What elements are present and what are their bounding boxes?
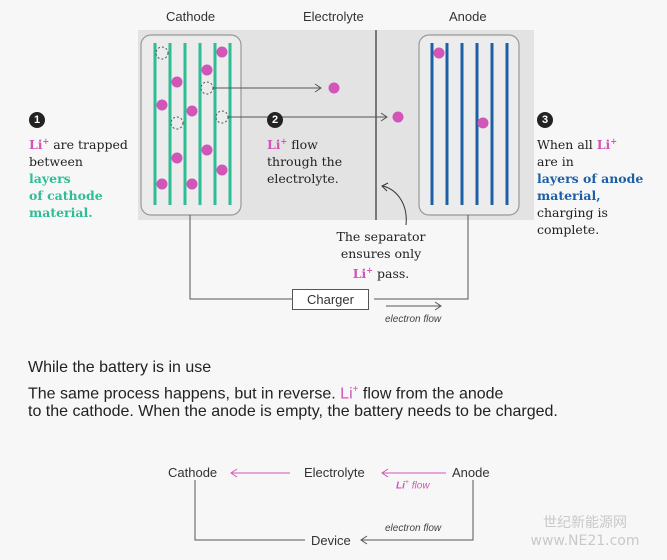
anode-box xyxy=(418,34,520,216)
step-3-line-c: charging is xyxy=(537,205,608,221)
watermark: 世纪新能源网 www.NE21.com xyxy=(530,515,640,549)
li-sup: + xyxy=(352,384,359,395)
in-use-line-a-pre: The same process happens, but in reverse… xyxy=(28,385,336,403)
separator-note: The separator ensures only Li+ pass. xyxy=(326,228,436,282)
step-3-highlight-b: material, xyxy=(537,188,601,204)
li-sup: + xyxy=(610,136,618,146)
step-3-badge: 3 xyxy=(537,112,553,128)
bottom-anode: Anode xyxy=(452,465,490,480)
step-2-line-a: flow xyxy=(291,137,318,153)
bottom-flow-diagram xyxy=(194,468,474,545)
step-3-text: When all Li+ are in layers of anode mate… xyxy=(537,133,665,238)
separator-line-b: ensures only xyxy=(340,246,422,261)
anode-header: Anode xyxy=(449,9,487,24)
step-1-line-a: are trapped xyxy=(53,137,128,153)
charger-box: Charger xyxy=(292,289,369,310)
step-2-line-c: electrolyte. xyxy=(267,171,339,187)
li-label: Li xyxy=(352,266,367,282)
charger-circuit xyxy=(189,215,469,311)
in-use-heading: While the battery is in use xyxy=(28,359,212,376)
step-3-line-b: are in xyxy=(537,154,574,170)
flow-arrows xyxy=(213,83,388,122)
anode-layers xyxy=(430,43,509,205)
bottom-electrolyte: Electrolyte xyxy=(304,465,365,480)
bottom-li-flow: Li+ flow xyxy=(396,479,430,491)
bottom-device: Device xyxy=(311,533,351,548)
step-1-highlight-b: of cathode xyxy=(29,188,103,204)
step-2-text: Li+ flow through the electrolyte. xyxy=(267,133,377,187)
step-1-badge: 1 xyxy=(29,112,45,128)
step-2-line-b: through the xyxy=(267,154,343,170)
step-1-text: Li+ are trapped between layers of cathod… xyxy=(29,133,139,221)
li-label: Li xyxy=(596,137,611,153)
separator-line-a: The separator xyxy=(336,229,426,244)
bottom-flow-word: flow xyxy=(411,480,430,492)
li-sup: + xyxy=(280,136,288,146)
cathode-li-ions xyxy=(156,46,228,190)
step-1-highlight-a: layers xyxy=(29,171,71,187)
li-label: Li xyxy=(396,480,405,492)
electron-flow-label: electron flow xyxy=(385,314,442,325)
step-1-line-b: between xyxy=(29,154,83,170)
in-use-line-b: to the cathode. When the anode is empty,… xyxy=(28,403,558,420)
li-sup: + xyxy=(404,479,409,486)
li-sup: + xyxy=(366,265,373,275)
separator-pointer xyxy=(382,185,407,226)
cathode-layers xyxy=(153,43,232,205)
li-label: Li xyxy=(29,137,43,153)
moving-li-ions xyxy=(328,82,404,123)
step-3-line-a: When all xyxy=(537,137,593,153)
electrolyte-header: Electrolyte xyxy=(303,9,364,24)
bottom-cathode: Cathode xyxy=(168,465,218,480)
in-use-line-a-post: flow from the anode xyxy=(362,385,504,403)
step-2-badge: 2 xyxy=(267,112,283,128)
li-sup: + xyxy=(42,136,50,146)
bottom-electron-flow: electron flow xyxy=(385,523,442,534)
li-label: Li xyxy=(340,385,353,403)
cathode-header: Cathode xyxy=(166,9,216,24)
step-3-line-d: complete. xyxy=(537,222,600,238)
anode-li-ions xyxy=(433,47,489,129)
step-1-highlight-c: material. xyxy=(29,205,93,221)
step-3-highlight-a: layers of anode xyxy=(537,171,644,187)
li-label: Li xyxy=(267,137,281,153)
separator-line-c: pass. xyxy=(376,266,410,282)
in-use-line-a: The same process happens, but in reverse… xyxy=(28,379,503,405)
